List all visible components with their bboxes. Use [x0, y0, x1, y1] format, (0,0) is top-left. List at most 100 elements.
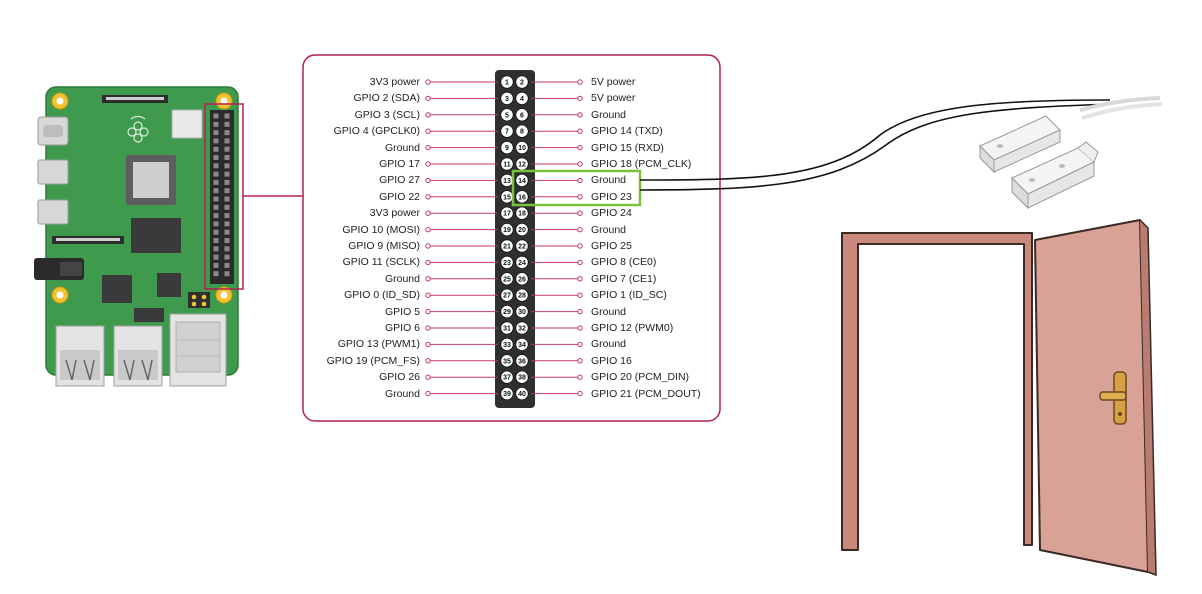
- pin-36: [515, 354, 529, 368]
- pin-37: [500, 370, 514, 384]
- camera-connector-slot: [56, 238, 120, 241]
- pin-leads: [425, 79, 583, 397]
- pin-lead-end: [425, 210, 431, 216]
- pin-17: [500, 206, 514, 220]
- micro-hdmi-port: [37, 159, 69, 185]
- raspberry-logo: [127, 115, 149, 143]
- board-header-pin: [224, 188, 230, 194]
- pin-lead-end: [425, 276, 431, 282]
- usb-port: [55, 325, 105, 387]
- board-header-pin: [224, 229, 230, 235]
- board-header-pin: [224, 171, 230, 177]
- sensor-magnet-part: [979, 115, 1061, 174]
- pin-3: [500, 91, 514, 106]
- board-header-pin: [224, 163, 230, 169]
- board-header-pin: [213, 171, 219, 177]
- pin-label-right: GPIO 20 (PCM_DIN): [591, 371, 690, 384]
- pin-number: 18: [518, 211, 526, 218]
- board-header-pin: [213, 130, 219, 136]
- board-header-pin: [213, 196, 219, 202]
- pin-lead-end: [577, 161, 583, 167]
- pin-lead-end: [425, 194, 431, 200]
- pin-lead-end: [577, 79, 583, 85]
- board-header-pin: [224, 196, 230, 202]
- ethernet-port: [169, 313, 227, 387]
- pin-lead-end: [425, 95, 431, 102]
- pin-lead-end: [425, 259, 431, 266]
- wifi-module: [171, 109, 203, 139]
- pin-38: [515, 370, 529, 384]
- pin-label-left: GPIO 2 (SDA): [353, 92, 420, 105]
- board-header-pin: [213, 179, 219, 185]
- pin-4: [515, 91, 529, 106]
- pin-number: 21: [503, 244, 511, 251]
- pin-lead-end: [577, 325, 583, 331]
- board-header-pin: [213, 246, 219, 252]
- pin-label-right: Ground: [591, 108, 627, 121]
- board-header-pin: [224, 221, 230, 227]
- pin-label-left: Ground: [384, 387, 420, 400]
- mounting-hole-center: [220, 291, 228, 299]
- pin-number: 20: [518, 227, 526, 234]
- pin-label-left: Ground: [384, 141, 420, 154]
- pin-lead-end: [577, 112, 583, 118]
- pin-number: 3: [505, 96, 509, 103]
- pin-33: [500, 337, 514, 351]
- pin-label-left: GPIO 26: [379, 371, 420, 384]
- pin-number: 23: [503, 260, 511, 267]
- board-header-pin: [224, 130, 230, 136]
- pin-label-left: Ground: [384, 272, 420, 285]
- pin-lead-end: [577, 341, 583, 348]
- board-header-pin: [213, 138, 219, 144]
- pin-label-right: Ground: [591, 305, 627, 318]
- board-header-pin: [213, 262, 219, 268]
- pin-lead-end: [577, 276, 583, 282]
- pin-label-left: GPIO 10 (MOSI): [342, 223, 420, 236]
- pin-number: 30: [518, 309, 526, 316]
- pin-label-left: GPIO 19 (PCM_FS): [326, 354, 420, 367]
- wire-gpio23: [639, 103, 1113, 191]
- pin-label-right: GPIO 14 (TXD): [591, 125, 663, 138]
- door-frame: [841, 232, 1033, 551]
- pin-lead-end: [577, 144, 583, 151]
- pin-lead-end: [577, 226, 583, 233]
- pin-label-right: GPIO 7 (CE1): [591, 272, 657, 285]
- mounting-hole-center: [56, 97, 64, 105]
- pin-label-right: GPIO 8 (CE0): [591, 256, 657, 269]
- pin-number: 6: [520, 112, 524, 119]
- pin-1: [500, 75, 514, 89]
- board-header-pin: [224, 204, 230, 210]
- pin-number: 2: [520, 80, 524, 87]
- pin-27: [500, 288, 514, 302]
- display-connector-slot: [106, 97, 164, 100]
- pin-number: 32: [518, 326, 526, 333]
- pin-14: [515, 173, 529, 187]
- pin-31: [500, 321, 514, 335]
- pin-number: 13: [503, 178, 511, 185]
- pin-label-left: GPIO 4 (GPCLK0): [333, 125, 420, 138]
- pin-30: [515, 304, 529, 319]
- pin-number: 22: [518, 244, 526, 251]
- pin-20: [515, 223, 529, 237]
- board-header-pin: [224, 271, 230, 277]
- pin-number: 35: [503, 358, 511, 365]
- pin-5: [500, 108, 514, 122]
- pin-number: 26: [518, 276, 526, 283]
- pin-35: [500, 354, 514, 368]
- pin-lead-end: [425, 177, 431, 184]
- board-header-pin: [224, 238, 230, 243]
- pin-39: [500, 386, 514, 401]
- pin-label-right: GPIO 18 (PCM_CLK): [591, 158, 692, 170]
- pin-label-right: Ground: [591, 223, 627, 236]
- pin-lead-end: [425, 390, 431, 397]
- board-header-pin: [224, 113, 230, 119]
- pin-34: [515, 337, 529, 351]
- pin-label-right: GPIO 1 (ID_SC): [591, 289, 667, 302]
- pin-number: 37: [503, 375, 511, 382]
- board-header-pin: [224, 138, 230, 144]
- pin-number: 16: [518, 194, 526, 201]
- pin-label-right: 5V power: [591, 76, 636, 88]
- board-header-pin: [213, 113, 219, 119]
